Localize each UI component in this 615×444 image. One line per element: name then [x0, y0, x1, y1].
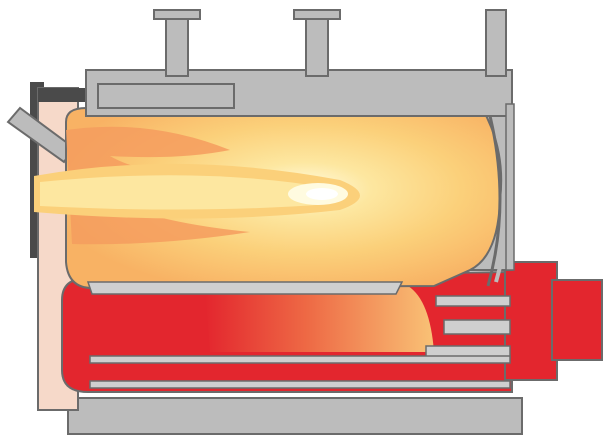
- nozzle-left: [154, 10, 200, 76]
- tube-pass-1: [436, 296, 510, 306]
- tube-pass-4: [90, 356, 510, 363]
- reversing-gas-zone: [205, 286, 434, 352]
- upper-header: [86, 70, 512, 116]
- tube-pass-2: [444, 320, 510, 334]
- nozzle-center: [294, 10, 340, 76]
- flue-plate: [88, 282, 402, 294]
- flue-outlet: [552, 280, 602, 360]
- tube-pass-5: [90, 381, 510, 388]
- flame-core-hot: [306, 188, 338, 200]
- nozzle-right: [486, 10, 506, 76]
- shell-rear-plate: [506, 104, 514, 270]
- base-plinth: [68, 398, 522, 434]
- rear-smoke-box: [505, 262, 557, 380]
